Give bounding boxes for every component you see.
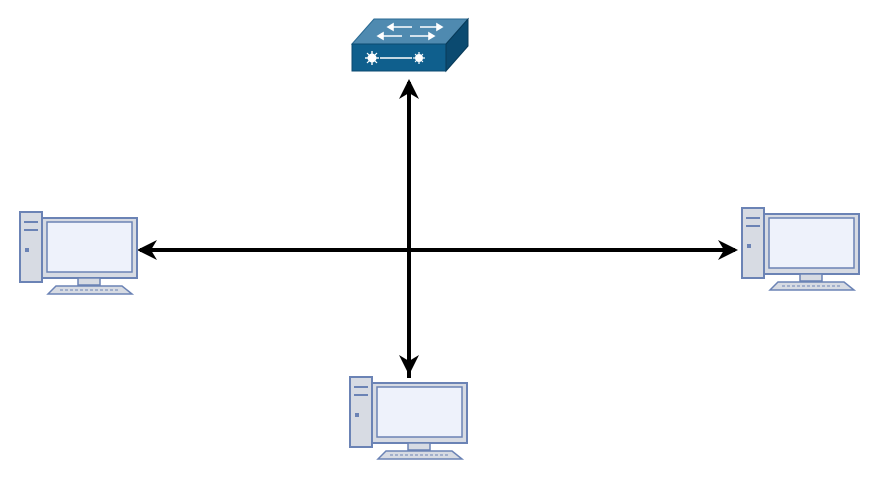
network-switch-icon	[350, 17, 470, 73]
switch-arrows-top	[376, 22, 444, 41]
switch-side-face	[445, 17, 469, 73]
desktop-computer-icon	[349, 376, 468, 460]
pc-screen	[46, 221, 133, 273]
desktop-computer-icon	[741, 207, 860, 291]
connections	[137, 79, 738, 378]
pc-screen	[376, 386, 463, 438]
pc-screen	[768, 217, 855, 269]
switch-front-glyphs	[365, 51, 425, 65]
desktop-computer-icon	[19, 211, 138, 295]
